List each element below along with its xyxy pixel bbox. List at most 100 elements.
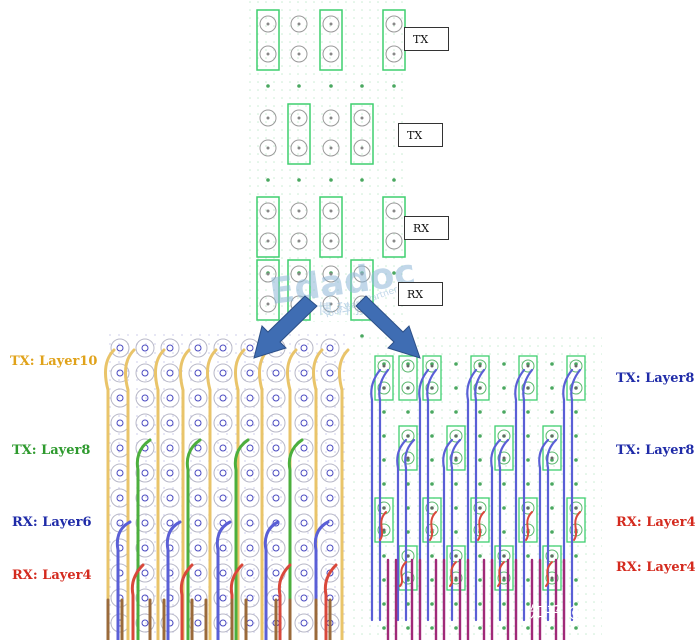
via-pad xyxy=(266,488,286,508)
via-hole xyxy=(246,394,254,402)
via-hole xyxy=(141,594,149,602)
grid-dot xyxy=(360,84,364,88)
grid-dot xyxy=(430,482,434,486)
via-pad xyxy=(294,488,314,508)
via-pad xyxy=(521,359,535,373)
via-pad xyxy=(259,265,277,283)
grid-dot xyxy=(392,271,396,275)
right-panel-traces xyxy=(370,368,582,642)
via-hole xyxy=(272,494,280,502)
via-pad xyxy=(322,45,340,63)
via-hole xyxy=(166,519,174,527)
via-pad xyxy=(473,381,487,395)
via-hole xyxy=(266,52,270,56)
via-hole xyxy=(360,272,364,276)
via-hole xyxy=(194,419,202,427)
right-arrow xyxy=(355,295,421,359)
grid-dot xyxy=(382,554,386,558)
via-pad xyxy=(385,45,403,63)
via-pad xyxy=(545,451,559,465)
trace-tx-right xyxy=(570,368,582,622)
trace-layer4 xyxy=(277,563,292,642)
pad-outline xyxy=(350,259,374,321)
via-pad xyxy=(213,538,233,558)
via-hole xyxy=(166,419,174,427)
via-hole xyxy=(272,544,280,552)
grid-dot xyxy=(406,626,410,630)
via-hole xyxy=(219,344,227,352)
via-pad xyxy=(569,359,583,373)
grid-dot xyxy=(454,506,458,510)
via-pad xyxy=(322,139,340,157)
via-hole xyxy=(266,146,270,150)
trace-tx-right xyxy=(426,368,438,622)
trace-tx-right xyxy=(498,438,510,622)
trace-tx-right xyxy=(450,438,462,622)
via-hole xyxy=(329,52,333,56)
via-hole xyxy=(297,22,301,26)
via-pad xyxy=(294,538,314,558)
grid-dot xyxy=(574,458,578,462)
via-hole xyxy=(526,506,530,510)
trace-layer6 xyxy=(313,520,330,642)
grid-dot xyxy=(430,578,434,582)
via-pad xyxy=(449,571,463,585)
left-label-tx-layer8: TX: Layer8 xyxy=(12,443,91,458)
via-hole xyxy=(219,419,227,427)
trace-layer10 xyxy=(124,348,136,642)
via-hole xyxy=(116,419,124,427)
via-hole xyxy=(392,209,396,213)
grid-dot xyxy=(454,602,458,606)
grid-dot xyxy=(478,458,482,462)
grid-dot xyxy=(297,178,301,182)
trace-rx-right xyxy=(399,561,407,587)
via-hole xyxy=(141,369,149,377)
via-pad xyxy=(160,463,180,483)
via-hole xyxy=(297,272,301,276)
via-hole xyxy=(329,302,333,306)
grid-dot xyxy=(382,482,386,486)
via-pad xyxy=(322,202,340,220)
via-hole xyxy=(392,22,396,26)
via-hole xyxy=(526,364,530,368)
via-hole xyxy=(116,369,124,377)
pad-outline xyxy=(350,103,374,165)
via-hole xyxy=(194,369,202,377)
grid-dot xyxy=(266,84,270,88)
grid-dot xyxy=(574,602,578,606)
grid-dot xyxy=(502,626,506,630)
via-pad xyxy=(322,109,340,127)
grid-dot xyxy=(382,410,386,414)
via-pad xyxy=(521,501,535,515)
trace-layer10 xyxy=(154,348,166,642)
via-pad xyxy=(135,463,155,483)
grid-dot xyxy=(502,362,506,366)
via-pad xyxy=(110,338,130,358)
grid-dot xyxy=(550,506,554,510)
grid-dot xyxy=(574,482,578,486)
trace-tx-right xyxy=(378,368,390,622)
trace-rx-right xyxy=(477,511,485,541)
via-hole xyxy=(430,506,434,510)
grid-dot xyxy=(382,578,386,582)
grid-dot xyxy=(526,578,530,582)
grid-dot xyxy=(454,482,458,486)
via-hole xyxy=(297,52,301,56)
via-pad xyxy=(497,571,511,585)
via-hole xyxy=(300,344,308,352)
via-pad xyxy=(521,381,535,395)
via-pad xyxy=(473,501,487,515)
via-pad xyxy=(290,232,308,250)
via-hole xyxy=(392,239,396,243)
trace-tx-right xyxy=(396,438,408,622)
trace-layer4 xyxy=(229,563,244,642)
via-hole xyxy=(166,369,174,377)
via-pad xyxy=(322,15,340,33)
via-hole xyxy=(326,494,334,502)
left-panel-traces xyxy=(104,348,350,642)
via-pad xyxy=(320,488,340,508)
via-hole xyxy=(272,469,280,477)
via-hole xyxy=(550,434,554,438)
grid-dot xyxy=(550,602,554,606)
via-hole xyxy=(246,519,254,527)
